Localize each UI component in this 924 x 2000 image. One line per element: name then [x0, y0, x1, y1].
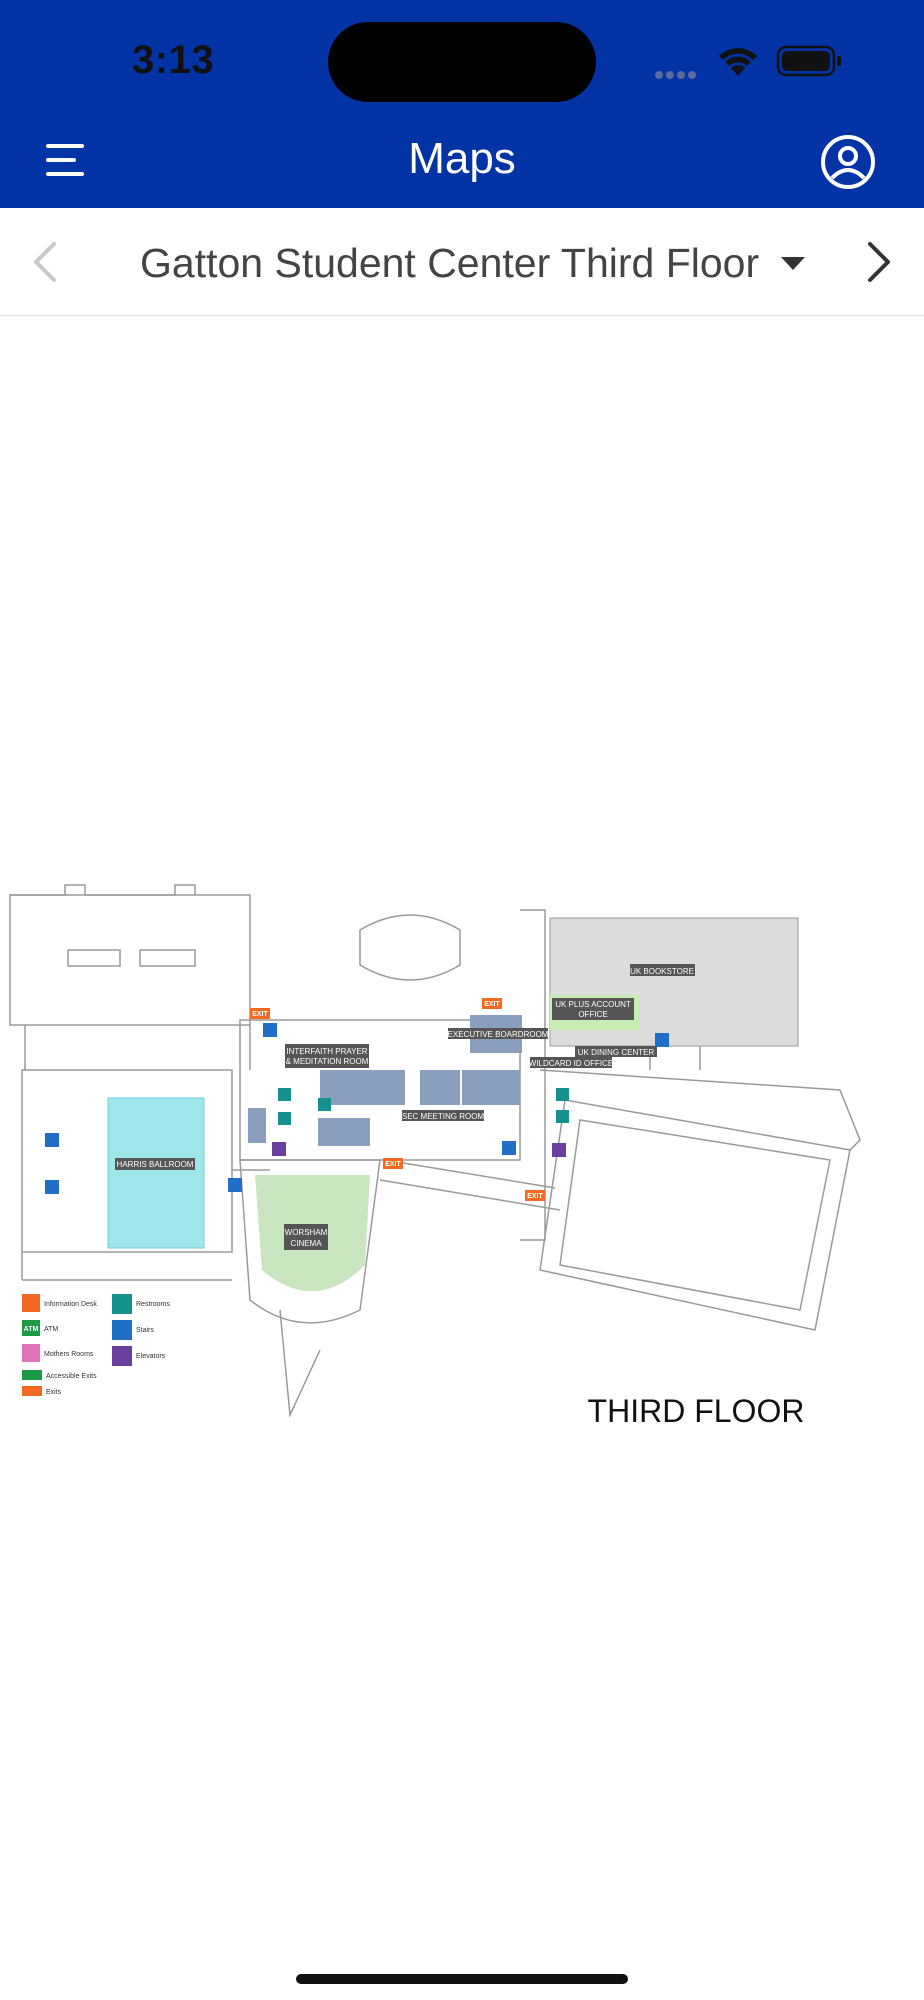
- legend-exits: Exits: [46, 1389, 62, 1396]
- exit-label: EXIT: [252, 1011, 268, 1018]
- profile-button[interactable]: [820, 134, 876, 190]
- floor-dropdown[interactable]: Gatton Student Center Third Floor: [140, 236, 806, 290]
- previous-floor-button[interactable]: [30, 240, 60, 284]
- atm-icon: ATM: [24, 1326, 39, 1333]
- exit-label: EXIT: [484, 1001, 500, 1008]
- legend-restrooms: Restrooms: [136, 1301, 170, 1308]
- app-header: 3:13 Maps: [0, 0, 924, 208]
- exit-label: EXIT: [527, 1193, 543, 1200]
- legend-elevators: Elevators: [136, 1353, 166, 1360]
- label-uk-bookstore: UK BOOKSTORE: [630, 967, 694, 976]
- floor-dropdown-label: Gatton Student Center Third Floor: [140, 239, 760, 286]
- floor-navigation: Gatton Student Center Third Floor: [0, 208, 924, 316]
- home-indicator[interactable]: [296, 1974, 628, 1984]
- wifi-icon: [719, 48, 757, 76]
- label-meditation-room: & MEDITATION ROOM: [286, 1057, 369, 1066]
- battery-icon: [776, 45, 841, 77]
- label-sec-meeting-room: SEC MEETING ROOM: [402, 1112, 485, 1121]
- next-floor-button[interactable]: [864, 240, 894, 284]
- label-harris-ballroom: HARRIS BALLROOM: [117, 1160, 194, 1169]
- floor-map[interactable]: UK BOOKSTORE UK PLUS ACCOUNT OFFICE EXEC…: [0, 870, 924, 1430]
- label-uk-dining-center: UK DINING CENTER: [578, 1048, 655, 1057]
- signal-icon: [655, 66, 699, 84]
- floor-title: THIRD FLOOR: [588, 1393, 805, 1429]
- exit-label: EXIT: [385, 1161, 401, 1168]
- label-executive-boardroom: EXECUTIVE BOARDROOM: [448, 1030, 549, 1039]
- label-wildcard-id-office: WILDCARD ID OFFICE: [529, 1059, 613, 1068]
- caret-down-icon: [781, 256, 806, 270]
- label-worsham: WORSHAM: [285, 1228, 328, 1237]
- legend-mothers-rooms: Mothers Rooms: [44, 1351, 94, 1358]
- label-uk-plus-office: OFFICE: [578, 1010, 607, 1019]
- dynamic-island: [328, 22, 596, 102]
- legend-information-desk: Information Desk: [44, 1301, 97, 1308]
- menu-icon-line: [46, 158, 76, 162]
- label-uk-plus: UK PLUS ACCOUNT: [555, 1000, 631, 1009]
- page-title: Maps: [408, 134, 516, 183]
- menu-button[interactable]: [40, 138, 90, 182]
- menu-icon-line: [46, 172, 84, 176]
- legend-atm: ATM: [44, 1326, 58, 1333]
- label-cinema: CINEMA: [290, 1239, 322, 1248]
- floor-map-drawing: UK BOOKSTORE UK PLUS ACCOUNT OFFICE EXEC…: [9, 884, 861, 1429]
- status-time: 3:13: [132, 38, 215, 82]
- menu-icon: [46, 144, 84, 148]
- legend-accessible-exits: Accessible Exits: [46, 1373, 97, 1380]
- legend-stairs: Stairs: [136, 1327, 154, 1334]
- label-interfaith: INTERFAITH PRAYER: [286, 1047, 367, 1056]
